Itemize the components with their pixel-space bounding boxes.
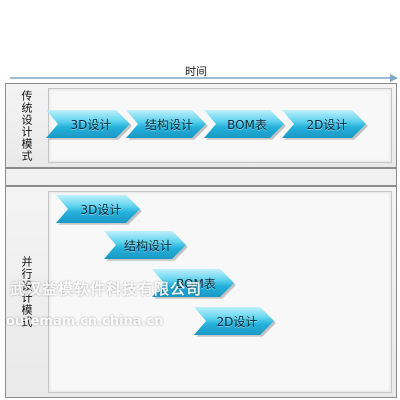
traditional-step-2d-design: 2D设计 [282,110,366,138]
concurrent-step-2d-design: 2D设计 [194,307,274,335]
timeline-arrow [10,74,398,82]
divider-band [5,168,397,186]
concurrent-step-3d-design: 3D设计 [56,195,140,223]
traditional-mode-label: 传统设计模式 [20,89,33,162]
timeline-arrowhead-icon [390,74,398,82]
concurrent-step-bom: BOM表 [152,269,234,297]
concurrent-mode-label: 并行设计模式 [20,256,33,328]
traditional-step-3d-design: 3D设计 [46,110,130,138]
timeline-label: 时间 [185,65,207,78]
traditional-step-structure-design: 结构设计 [126,110,206,138]
traditional-step-bom: BOM表 [204,110,284,138]
concurrent-step-structure-design: 结构设计 [104,231,186,259]
